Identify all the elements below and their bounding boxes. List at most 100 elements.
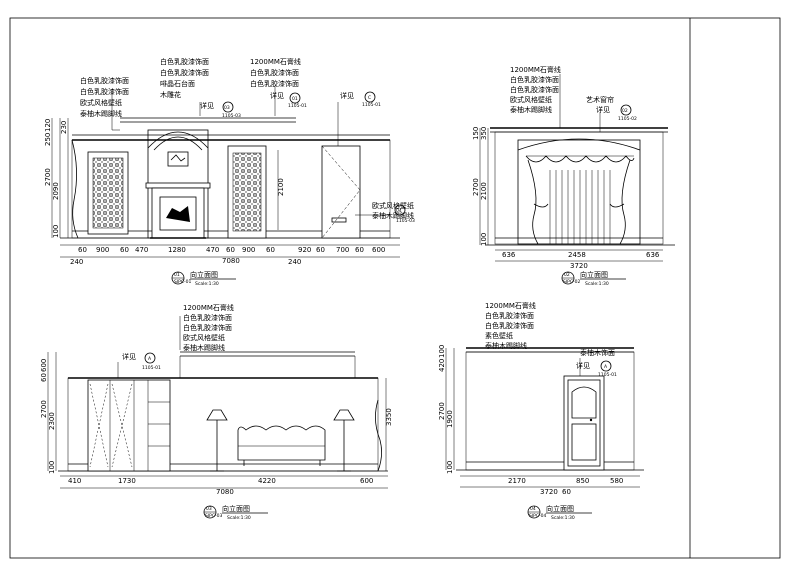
callout-id-03: 03	[224, 105, 230, 111]
elevation-01-labels: 白色乳胶漆饰面 白色乳胶漆饰面 欧式风格壁纸 泰柚木踢脚线 白色乳胶漆饰面 白色…	[80, 57, 414, 220]
title-text-02: 向立面图	[580, 270, 608, 279]
label-d-2: 白色乳胶漆饰面	[485, 311, 534, 320]
title-text-03: 向立面图	[222, 504, 250, 513]
vdim-d-3: 1900	[446, 410, 454, 428]
hdim-a-12: 60	[355, 246, 364, 254]
elevation-04-title: 04 SIPC-04 向立面图 Scale:1:30	[527, 504, 592, 521]
vdim-c-1: 60	[40, 373, 48, 382]
vdim-d-0: 100	[438, 345, 446, 358]
hdim-a-9: 920	[298, 246, 311, 254]
title-scale-04: Scale:1:30	[551, 515, 575, 521]
hdim-a-8: 60	[266, 246, 275, 254]
callout-c-id: A	[148, 356, 152, 362]
title-code-02: SIPC-02	[563, 279, 581, 285]
label-b-6: 艺术窗帘	[586, 95, 614, 104]
title-code-01: SIPC-01	[174, 279, 192, 285]
hdim-c-3: 600	[360, 477, 373, 485]
hdim-a-left: 240	[70, 258, 83, 266]
hdim-b-total: 3720	[570, 262, 588, 270]
title-num-04: 04	[530, 506, 536, 512]
wardrobe	[87, 379, 171, 472]
elevation-02-hdims: 636 2458 636 3720	[495, 249, 663, 270]
vdim-b-0: 150	[472, 127, 480, 140]
elevation-01-title: 01 SIPC-01 向立面图 Scale:1:30	[171, 270, 236, 287]
elevation-04-labels: 1200MM石膏线 白色乳胶漆饰面 白色乳胶漆饰面 素色壁纸 泰柚木踢脚线 泰柚…	[485, 301, 615, 370]
vdim-b-2: 2700	[472, 178, 480, 196]
callout-d: 详见	[576, 361, 590, 370]
hdim-a-10: 60	[316, 246, 325, 254]
hdim-a-total: 7080	[222, 257, 240, 265]
vdim-2090: 2090	[52, 182, 60, 200]
label-2: 白色乳胶漆饰面	[80, 87, 129, 96]
vdim-b-1: 350	[480, 127, 488, 140]
callout-b-ref: 1105-02	[618, 116, 637, 122]
floor-lamp-right	[333, 409, 355, 421]
curtain-left	[527, 159, 539, 245]
title-num-03: 03	[206, 506, 212, 512]
vdim-100: 100	[52, 225, 60, 238]
elevation-04-vdims: 100 420 2700 1900 100	[438, 345, 455, 474]
hdim-a-5: 470	[206, 246, 219, 254]
callout-id-c: C	[368, 95, 371, 101]
callout-b: 详见	[596, 105, 610, 114]
curtain-right	[619, 159, 631, 245]
title-num-02: 02	[564, 272, 570, 278]
elevation-03	[58, 316, 388, 472]
valance	[525, 155, 635, 163]
hdim-d-2: 580	[610, 477, 623, 485]
vdim-c-4: 100	[48, 461, 56, 474]
label-b-5: 泰柚木踢脚线	[510, 105, 552, 114]
callout-bubble-02	[620, 104, 632, 116]
window-frame	[517, 139, 641, 245]
elevation-03-title: 03 SIPC-03 向立面图 Scale:1:30	[203, 504, 268, 521]
title-code-03: SIPC-03	[205, 513, 223, 519]
title-scale-03: Scale:1:30	[227, 515, 251, 521]
callout-bubble-04	[394, 204, 406, 216]
vdim-d-2: 2700	[438, 402, 446, 420]
label-6: 白色乳胶漆饰面	[160, 68, 209, 77]
vdim-230: 230	[60, 121, 68, 134]
callout-detail-2: 详见	[270, 91, 284, 100]
sofa	[237, 425, 326, 461]
callout-c-ref: 1105-01	[142, 365, 161, 371]
hdim-c-0: 410	[68, 477, 81, 485]
callout-ref-2: 1105-01	[288, 103, 307, 109]
elevation-01-vdims: 120 250 2700 2090 100 230 2100	[44, 118, 285, 238]
label-7: 啡晶石台面	[160, 79, 195, 88]
hdim-a-6: 60	[226, 246, 235, 254]
vdim-b-3: 2100	[480, 182, 488, 200]
vdim-2100: 2100	[277, 178, 285, 196]
label-b-3: 白色乳胶漆饰面	[510, 85, 559, 94]
label-c-1: 1200MM石膏线	[183, 303, 234, 312]
hdim-a-11: 700	[336, 246, 349, 254]
elevation-01-hdims: 60 900 60 470 1280 470 60 900 60 920 60 …	[60, 244, 400, 266]
callout-ref-4: 1105-03	[396, 218, 415, 224]
label-b-1: 1200MM石膏线	[510, 65, 561, 74]
label-c-2: 白色乳胶漆饰面	[183, 313, 232, 322]
label-b-4: 欧式风格壁纸	[510, 95, 552, 104]
hdim-d-1: 850	[576, 477, 589, 485]
hdim-b-2: 636	[646, 251, 660, 259]
label-c-4: 欧式风格壁纸	[183, 333, 225, 342]
door-right	[321, 145, 361, 239]
label-4: 泰柚木踢脚线	[80, 109, 122, 118]
mantel-top	[145, 182, 211, 189]
label-skirting: 泰柚木踢脚线	[372, 211, 414, 220]
hdim-b-1: 2458	[568, 251, 586, 259]
vdim-b-4: 100	[480, 233, 488, 246]
vdim-d-4: 100	[446, 461, 454, 474]
hdim-a-7: 900	[242, 246, 255, 254]
elevation-04	[456, 347, 644, 471]
title-text-01: 向立面图	[190, 270, 218, 279]
label-d-6: 泰柚木饰面	[580, 348, 615, 357]
hdim-b-0: 636	[502, 251, 516, 259]
hdim-a-0: 60	[78, 246, 87, 254]
callout-detail-3: 详见	[340, 91, 354, 100]
elevation-02-labels: 1200MM石膏线 白色乳胶漆饰面 白色乳胶漆饰面 欧式风格壁纸 泰柚木踢脚线 …	[510, 65, 614, 114]
picture-frame	[167, 151, 189, 167]
floor-lamp-left	[206, 409, 228, 421]
vdim-c-3: 2300	[48, 412, 56, 430]
label-1: 白色乳胶漆饰面	[80, 76, 129, 85]
vdim-120: 120	[44, 119, 52, 132]
